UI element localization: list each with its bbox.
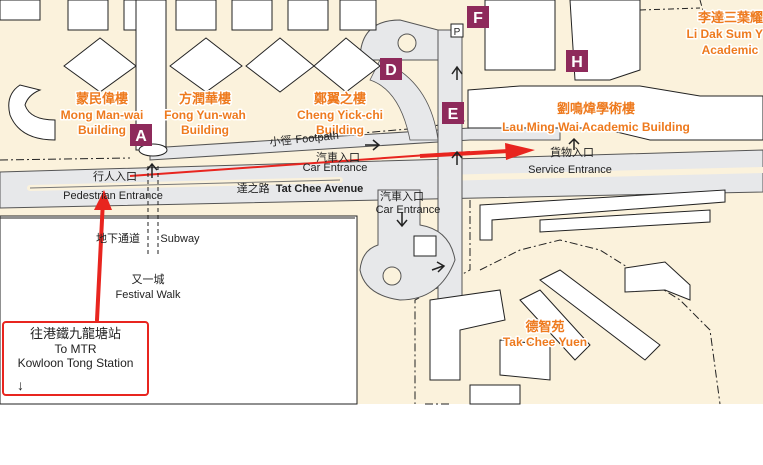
marker-f[interactable]: F [467, 6, 489, 28]
li-dak-sum-label-zh: 李達三葉耀 [697, 10, 763, 25]
pedestrian-entrance-zh: 行人入口 [93, 170, 137, 183]
fong-yun-wah-label-building: Building [181, 123, 229, 137]
svg-text:P: P [454, 27, 461, 38]
svg-text:D: D [385, 62, 397, 79]
subway-label-zh: 地下通道 [96, 231, 140, 245]
mong-man-wai-label-zh: 蒙民偉樓 [76, 91, 128, 106]
li-dak-sum-label-en: Li Dak Sum Y [687, 27, 763, 41]
walking-route [94, 143, 535, 322]
service-entrance-en: Service Entrance [528, 164, 612, 176]
cheng-yick-chi-label-zh: 鄭翼之樓 [314, 91, 366, 106]
service-entrance-zh: 貨物入口 [550, 145, 594, 159]
lau-ming-wai-building-shape [467, 85, 763, 141]
li-dak-sum-label-academic: Academic [702, 43, 759, 57]
svg-text:F: F [473, 10, 483, 27]
mtr-label-en: To MTR [54, 342, 97, 356]
marker-a[interactable]: A [130, 124, 152, 146]
lau-ming-wai-label-zh: 劉鳴煒學術樓 [557, 101, 635, 116]
car-entrance-north-en: Car Entrance [303, 162, 368, 174]
car-entrance-north-zh: 汽車入口 [316, 150, 360, 164]
festival-walk-label-en: Festival Walk [116, 289, 181, 301]
fong-yun-wah-label-zh: 方潤華樓 [179, 91, 231, 106]
car-entrance-south-en: Car Entrance [376, 204, 441, 216]
mtr-station-label: Kowloon Tong Station [17, 356, 134, 370]
marker-d[interactable]: D [380, 58, 402, 80]
down-arrow-icon: ↓ [17, 377, 24, 393]
tak-chee-yuen-label-en: Tak Chee Yuen [503, 335, 587, 349]
mtr-direction-box: 往港鐵九龍塘站 To MTR Kowloon Tong Station ↓ [2, 321, 149, 396]
mtr-label-zh: 往港鐵九龍塘站 [29, 326, 121, 341]
mong-man-wai-label-en: Mong Man-wai [61, 108, 144, 122]
marker-e[interactable]: E [442, 102, 464, 124]
tak-chee-yuen-label-zh: 德智苑 [525, 319, 564, 334]
car-entrance-south-zh: 汽車入口 [380, 189, 424, 203]
cheng-yick-chi-label-building: Building [316, 123, 364, 137]
svg-text:A: A [135, 128, 147, 145]
svg-text:E: E [448, 106, 459, 123]
fong-yun-wah-label-en: Fong Yun-wah [164, 108, 246, 122]
cheng-yick-chi-label-en: Cheng Yick-chi [297, 108, 383, 122]
lau-ming-wai-label-en: Lau Ming Wai Academic Building [502, 120, 690, 134]
subway-label-en: Subway [160, 233, 200, 245]
marker-h[interactable]: H [566, 50, 588, 72]
mong-man-wai-label-building: Building [78, 123, 126, 137]
svg-text:H: H [571, 54, 583, 71]
parking-icon: P [450, 23, 464, 38]
festival-walk-label-zh: 又一城 [132, 273, 165, 286]
pedestrian-entrance-en: Pedestrian Entrance [63, 190, 163, 202]
